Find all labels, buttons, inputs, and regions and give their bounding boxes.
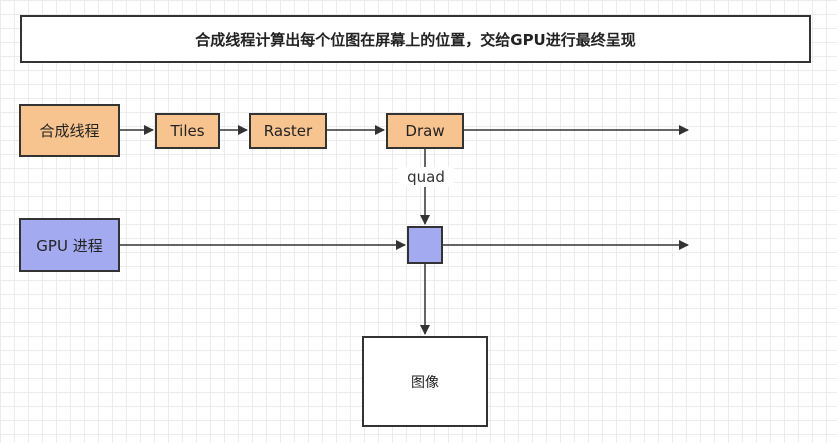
node-gpu-process: GPU 进程 xyxy=(19,218,120,272)
node-gpu-quad-box xyxy=(407,226,443,264)
node-raster: Raster xyxy=(249,113,327,149)
diagram-title: 合成线程计算出每个位图在屏幕上的位置，交给GPU进行最终呈现 xyxy=(20,15,811,63)
node-image: 图像 xyxy=(362,336,488,427)
edge-label-quad: quad xyxy=(398,167,454,187)
node-tiles: Tiles xyxy=(155,113,220,149)
node-draw: Draw xyxy=(386,113,464,149)
node-compositor-thread: 合成线程 xyxy=(19,104,120,157)
